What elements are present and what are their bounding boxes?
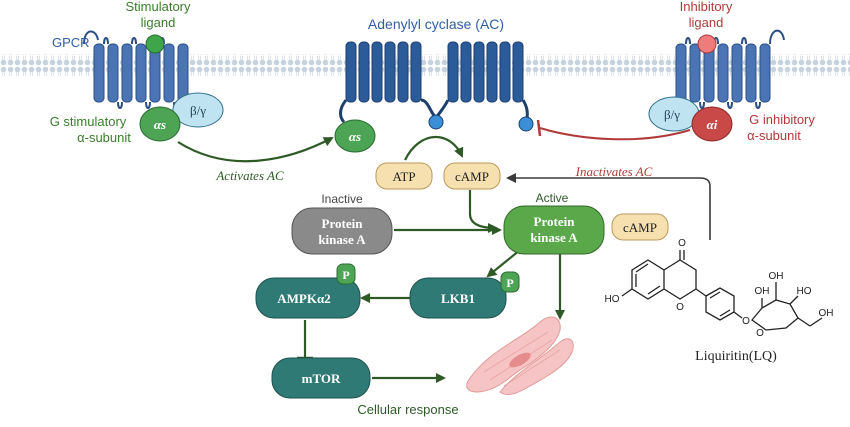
- label-cellular-response: Cellular response: [357, 402, 458, 417]
- camp-free-box: [611, 213, 669, 241]
- adenylyl-cyclase-protein: [345, 41, 524, 103]
- label-stimulatory-ligand-line2: ligand: [141, 15, 176, 30]
- label-phospho-lkb1: P: [506, 276, 513, 290]
- chem-label-ho: HO: [605, 294, 620, 305]
- label-pka-active-line2: kinase A: [530, 230, 578, 245]
- camp-box: [443, 162, 501, 190]
- label-ampk: AMPKα2: [277, 291, 330, 306]
- label-camp: cAMP: [455, 169, 489, 184]
- arrow-lq-to-camp: [506, 173, 711, 240]
- chem-label-o-link: O: [742, 316, 750, 327]
- diagram-text-layer: GPCR Stimulatory ligand Adenylyl cyclase…: [50, 0, 834, 417]
- chem-label-o-ketone: O: [678, 238, 686, 249]
- label-alpha-s-bound: αs: [154, 117, 166, 132]
- inhibitory-ligand: [697, 34, 717, 54]
- ac-binding-site-stimulatory: [428, 114, 444, 130]
- label-inhibitory-ligand-line1: Inhibitory: [680, 0, 733, 14]
- arrow-camp-to-pka: [468, 190, 498, 233]
- label-adenylyl-cyclase: Adenylyl cyclase (AC): [368, 16, 504, 32]
- label-mtor: mTOR: [302, 371, 341, 386]
- label-active: Active: [536, 191, 569, 205]
- label-activates-ac: Activates AC: [215, 168, 284, 183]
- label-stimulatory-ligand-line1: Stimulatory: [125, 0, 191, 14]
- label-lkb1: LKB1: [441, 291, 475, 306]
- arrow-activates-ac: [177, 137, 334, 163]
- label-g-stimulatory-line2: α-subunit: [77, 130, 131, 145]
- chem-label-o-sugar: O: [756, 328, 764, 339]
- label-inactivates-ac: Inactivates AC: [575, 164, 653, 179]
- label-beta-gamma-left: β/γ: [190, 103, 206, 118]
- label-atp: ATP: [392, 169, 415, 184]
- label-alpha-i: αi: [707, 117, 718, 132]
- arrow-pka-to-lkb1: [486, 249, 521, 278]
- stimulatory-ligand: [145, 34, 165, 54]
- label-pka-inactive-line1: Protein: [322, 216, 364, 231]
- label-compound-name: Liquiritin(LQ): [695, 349, 777, 364]
- pka-inactive-box: [291, 207, 393, 255]
- label-camp-free: cAMP: [623, 220, 657, 235]
- phospho-badge-ampk: [336, 263, 356, 285]
- atp-box: [375, 162, 433, 190]
- chem-label-ho-bottom: HO: [797, 286, 812, 297]
- pka-active-box: [503, 205, 605, 255]
- chem-label-oh-top1: OH: [755, 286, 770, 297]
- label-g-inhibitory-line1: G inhibitory: [749, 112, 815, 127]
- ac-binding-site-inhibitory: [518, 116, 534, 132]
- lkb1-box: [409, 277, 507, 319]
- chem-label-ho-left: O: [676, 302, 684, 313]
- label-g-inhibitory-line2: α-subunit: [747, 128, 801, 143]
- chem-label-oh-right: OH: [819, 308, 834, 319]
- gpcr-stimulatory-receptor: [83, 30, 189, 109]
- label-inactive: Inactive: [321, 192, 363, 206]
- alpha-s-subunit-bound: [139, 106, 181, 142]
- phospho-badge-lkb1: [500, 271, 520, 293]
- ampk-box: [255, 277, 361, 319]
- label-pka-inactive-line2: kinase A: [318, 232, 366, 247]
- label-alpha-s-free: αs: [349, 129, 361, 144]
- inhibition-line-inactivates-ac: [539, 127, 691, 141]
- arrow-atp-to-camp: [404, 135, 464, 161]
- liquiritin-structure: [621, 250, 823, 331]
- cell-membrane: [0, 54, 850, 76]
- label-phospho-ampk: P: [342, 268, 349, 282]
- alpha-i-subunit: [691, 106, 733, 142]
- label-beta-gamma-right: β/γ: [664, 107, 680, 122]
- label-pka-active-line1: Protein: [534, 214, 576, 229]
- alpha-s-subunit-free: [334, 119, 376, 153]
- beta-gamma-subunit-left: [172, 92, 224, 128]
- chem-label-oh-top2: OH: [769, 271, 784, 282]
- cellular-response-cell: [466, 316, 574, 395]
- inhibition-bar: [536, 119, 542, 137]
- mtor-box: [271, 357, 371, 399]
- label-gpcr: GPCR: [52, 35, 90, 50]
- label-inhibitory-ligand-line2: ligand: [689, 15, 724, 30]
- label-g-stimulatory-line1: G stimulatory: [50, 114, 127, 129]
